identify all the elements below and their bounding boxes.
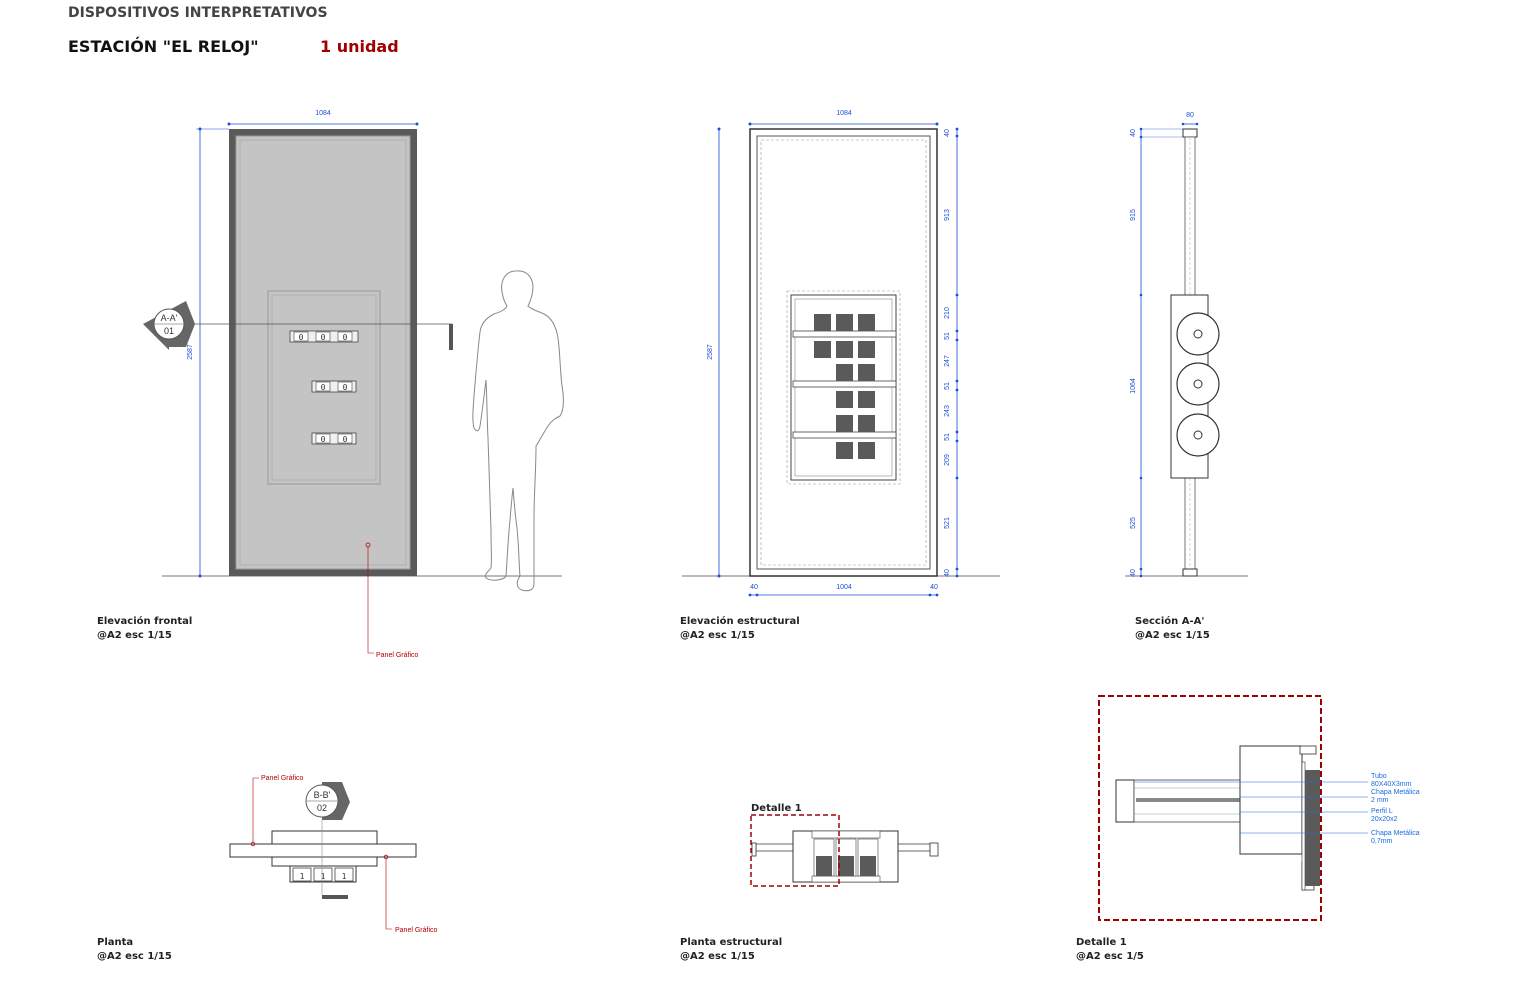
digit: 0	[299, 333, 304, 342]
digit: 0	[343, 435, 348, 444]
digit: 1	[321, 872, 326, 881]
detail-frame	[1098, 695, 1322, 921]
struct-right-dim: 51	[944, 382, 951, 390]
caption-title: Elevación estructural	[680, 616, 800, 627]
page-title: DISPOSITIVOS INTERPRETATIVOS	[68, 5, 328, 21]
digit: 0	[343, 333, 348, 342]
struct-right-dim: 209	[944, 454, 951, 466]
clock-display-area	[267, 290, 381, 485]
plan-callout-top: Panel Gráfico	[261, 775, 304, 782]
structural-height-dim: 2587	[707, 344, 714, 360]
units-label: 1 unidad	[320, 37, 399, 56]
caption-structural-elevation: Elevación estructural @A2 esc 1/15	[680, 615, 800, 643]
caption-front-elevation: Elevación frontal @A2 esc 1/15	[97, 615, 192, 643]
graphic-panel-detail	[1305, 770, 1320, 886]
struct-right-dim: 51	[944, 332, 951, 340]
section-width-dim: 80	[1186, 112, 1194, 119]
section-marker-bb: B-B' 02	[305, 782, 350, 820]
digit-row-1: 0 0 0	[289, 330, 359, 343]
digit: 1	[300, 872, 305, 881]
front-width-dim: 1084	[315, 110, 331, 117]
human-figure	[472, 270, 564, 592]
struct-right-dim: 247	[944, 355, 951, 367]
section-id: B-B'	[314, 790, 331, 800]
struct-right-dim: 913	[944, 209, 951, 221]
graphic-panel	[235, 135, 411, 570]
digit: 1	[342, 872, 347, 881]
caption-title: Planta estructural	[680, 937, 783, 948]
caption-scale: @A2 esc 1/15	[97, 630, 172, 641]
front-elevation: 1084 2587 0 0 0 0 0	[143, 110, 564, 659]
front-height-dim: 2587	[187, 344, 194, 360]
digit: 0	[321, 333, 326, 342]
plan-callout-bottom: Panel Gráfico	[395, 927, 438, 934]
front-callout: Panel Gráfico	[376, 652, 419, 659]
struct-right-dim: 521	[944, 517, 951, 529]
plan-view: 1 1 1 B-B' 02 Panel Gráfico Panel Gráfic…	[229, 775, 438, 934]
digit: 0	[321, 383, 326, 392]
caption-scale: @A2 esc 1/15	[97, 951, 172, 962]
caption-title: Detalle 1	[1076, 937, 1127, 948]
struct-right-dim: 210	[944, 307, 951, 319]
struct-bottom-dim: 40	[750, 584, 758, 591]
section-left-dim: 40	[1130, 129, 1137, 137]
section-num: 02	[317, 803, 327, 813]
section-left-dim: 915	[1130, 209, 1137, 221]
digit-row-3: 0 0	[311, 432, 357, 445]
caption-section: Sección A-A' @A2 esc 1/15	[1135, 615, 1210, 643]
section-marker-aa: A-A' 01	[143, 301, 195, 350]
section-view: 80 40 915 1064 525 40	[1125, 112, 1248, 578]
struct-right-dim: 40	[944, 569, 951, 577]
note-chapa-2mm: Chapa Metálica 2 mm	[1371, 789, 1422, 804]
struct-bottom-dim: 1004	[836, 584, 852, 591]
structural-plan: Detalle 1	[750, 803, 939, 887]
station-title: ESTACIÓN "EL RELOJ"	[68, 37, 259, 56]
caption-plan: Planta @A2 esc 1/15	[97, 936, 172, 964]
caption-scale: @A2 esc 1/15	[680, 630, 755, 641]
caption-structural-plan: Planta estructural @A2 esc 1/15	[680, 936, 782, 964]
detail-1-view: Tubo 80X40X3mm Chapa Metálica 2 mm Perfi…	[1098, 695, 1422, 921]
struct-bottom-dim: 40	[930, 584, 938, 591]
caption-scale: @A2 esc 1/15	[1135, 630, 1210, 641]
note-perfil-l: Perfil L 20x20x2	[1371, 808, 1398, 823]
caption-scale: @A2 esc 1/15	[680, 951, 755, 962]
note-chapa-07mm: Chapa Metálica 0,7mm	[1371, 830, 1422, 845]
structural-elevation: 1084 2587	[682, 110, 1000, 597]
caption-scale: @A2 esc 1/5	[1076, 951, 1144, 962]
caption-title: Planta	[97, 937, 134, 948]
note-tubo: Tubo 80X40X3mm	[1371, 773, 1412, 788]
caption-detail: Detalle 1 @A2 esc 1/5	[1076, 936, 1144, 964]
digit-row-2: 0 0	[311, 380, 357, 393]
caption-title: Elevación frontal	[97, 616, 193, 627]
digit: 0	[343, 383, 348, 392]
section-left-dim: 40	[1130, 569, 1137, 577]
structural-width-dim: 1084	[836, 110, 852, 117]
section-num: 01	[164, 326, 174, 336]
struct-right-dim: 243	[944, 405, 951, 417]
section-left-dim: 1064	[1130, 378, 1137, 394]
section-id: A-A'	[161, 313, 178, 323]
detail-label: Detalle 1	[751, 803, 802, 814]
detail-1-box	[750, 814, 840, 887]
section-left-dim: 525	[1130, 517, 1137, 529]
struct-right-dim: 51	[944, 433, 951, 441]
caption-title: Sección A-A'	[1135, 616, 1205, 627]
struct-right-dim: 40	[944, 129, 951, 137]
digit: 0	[321, 435, 326, 444]
clock-blocks	[814, 314, 875, 459]
